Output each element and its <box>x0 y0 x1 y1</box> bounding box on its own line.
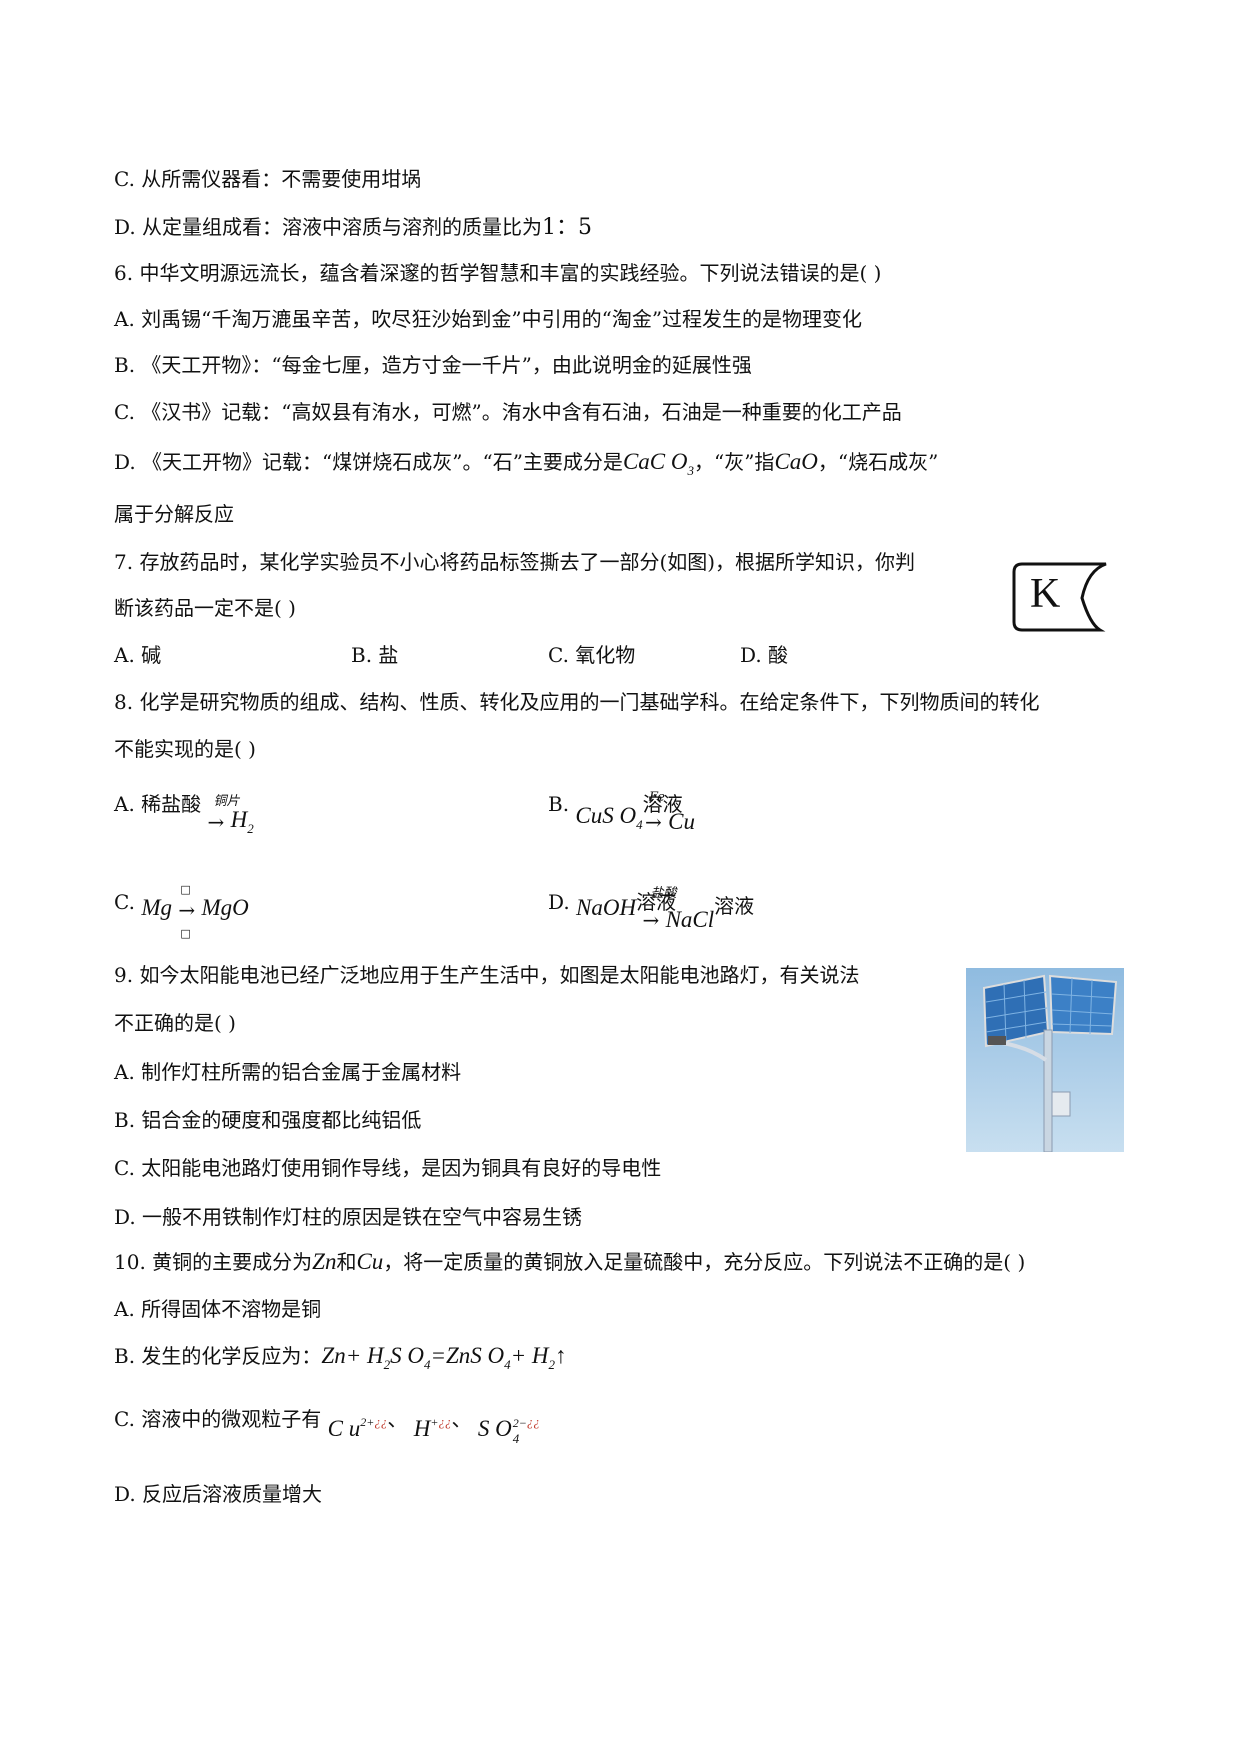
q7-option-b: B. 盐 <box>351 643 399 667</box>
q8-d-reactant: NaOH <box>576 895 637 920</box>
q5-option-d-ratio: 1：5 <box>542 215 593 240</box>
q6-option-d-text: D. 《天工开物》记载：“煤饼烧石成灰”。“石”主要成分是 <box>114 450 623 474</box>
q9-option-b: B. 铝合金的硬度和强度都比纯铝低 <box>114 1108 422 1132</box>
q8-option-d: D. NaOH溶液 盐酸 → NaCl溶液 <box>548 885 755 932</box>
q8-a-arrow: 铜片 → <box>207 793 240 834</box>
q5-option-c: C. 从所需仪器看：不需要使用坩埚 <box>114 167 422 191</box>
q5-option-d: D. 从定量组成看：溶液中溶质与溶剂的质量比为1：5 <box>114 213 592 242</box>
q8-option-c: C. Mg □ → □ MgO <box>114 882 249 940</box>
q6-option-b: B. 《天工开物》：“每金七厘，造方寸金一千片”，由此说明金的延展性强 <box>114 353 752 377</box>
q10-option-a: A. 所得固体不溶物是铜 <box>114 1297 322 1321</box>
q8-b-reactant: CuS O4 <box>575 803 643 832</box>
ion-h: H+¿¿ <box>413 1414 452 1441</box>
solar-streetlight-photo <box>966 968 1124 1152</box>
q10-b-equation: Zn+ H2S O4=ZnS O4+ H2↑ <box>321 1343 567 1372</box>
q7-stem-line1: 7. 存放药品时，某化学实验员不小心将药品标签撕去了一部分(如图)，根据所学知识… <box>114 550 916 574</box>
q8-a-product: H2 <box>230 807 254 836</box>
q10-option-d: D. 反应后溶液质量增大 <box>114 1482 323 1506</box>
q8-d-arrow: 盐酸 → NaCl溶液 <box>642 885 755 932</box>
q8-b-product: Cu <box>668 808 695 834</box>
q6-option-a: A. 刘禹锡“千淘万漉虽辛苦，吹尽狂沙始到金”中引用的“淘金”过程发生的是物理变… <box>114 307 863 331</box>
q8-option-a: A. 稀盐酸 铜片 → H2 <box>114 792 254 836</box>
torn-label-icon <box>1012 562 1107 632</box>
q6-option-d: D. 《天工开物》记载：“煤饼烧石成灰”。“石”主要成分是CaC O3，“灰”指… <box>114 449 939 478</box>
q7-option-d: D. 酸 <box>740 643 789 667</box>
formula-caco3: CaC O3 <box>622 449 694 478</box>
q7-option-c: C. 氧化物 <box>548 643 636 667</box>
q9-option-c: C. 太阳能电池路灯使用铜作导线，是因为铜具有良好的导电性 <box>114 1156 662 1180</box>
solar-streetlight-icon <box>982 974 1118 1152</box>
torn-label-figure: K <box>1010 560 1118 634</box>
q8-c-product: MgO <box>201 895 249 920</box>
q9-stem-line1: 9. 如今太阳能电池已经广泛地应用于生产生活中，如图是太阳能电池路灯，有关说法 <box>114 963 860 987</box>
formula-zn: Zn <box>312 1249 337 1274</box>
q8-c-arrow: □ → □ <box>178 882 196 940</box>
q10-stem: 10. 黄铜的主要成分为Zn和Cu，将一定质量的黄铜放入足量硫酸中，充分反应。下… <box>114 1249 1026 1274</box>
q9-option-d: D. 一般不用铁制作灯柱的原因是铁在空气中容易生锈 <box>114 1205 583 1229</box>
q8-d-product: NaCl <box>665 906 715 932</box>
q8-option-b: B. CuS O4溶液 Fe → Cu <box>548 789 695 834</box>
q6-option-c: C. 《汉书》记载：“高奴县有洧水，可燃”。洧水中含有石油，石油是一种重要的化工… <box>114 400 902 424</box>
q9-option-a: A. 制作灯柱所需的铝合金属于金属材料 <box>114 1060 462 1084</box>
q8-stem-line2: 不能实现的是( ) <box>114 737 256 761</box>
q8-c-reactant: Mg <box>141 895 172 920</box>
q7-option-a: A. 碱 <box>114 643 162 667</box>
q9-stem-line2: 不正确的是( ) <box>114 1011 236 1035</box>
q7-stem-line2: 断该药品一定不是( ) <box>114 596 296 620</box>
label-letter: K <box>1030 571 1061 617</box>
q5-option-d-text: D. 从定量组成看：溶液中溶质与溶剂的质量比为 <box>114 215 543 239</box>
q8-b-arrow: Fe → Cu <box>644 789 695 834</box>
q6-stem: 6. 中华文明源远流长，蕴含着深邃的哲学智慧和丰富的实践经验。下列说法错误的是(… <box>114 261 882 285</box>
formula-cao: CaO <box>774 449 818 474</box>
formula-cu: Cu <box>356 1249 384 1274</box>
q6-option-d-continued: 属于分解反应 <box>114 502 234 526</box>
q8-stem-line1: 8. 化学是研究物质的组成、结构、性质、转化及应用的一门基础学科。在给定条件下，… <box>114 690 1040 714</box>
q10-option-b: B. 发生的化学反应为：Zn+ H2S O4=ZnS O4+ H2↑ <box>114 1343 567 1372</box>
ion-cu: C u2+¿¿ <box>327 1414 388 1441</box>
